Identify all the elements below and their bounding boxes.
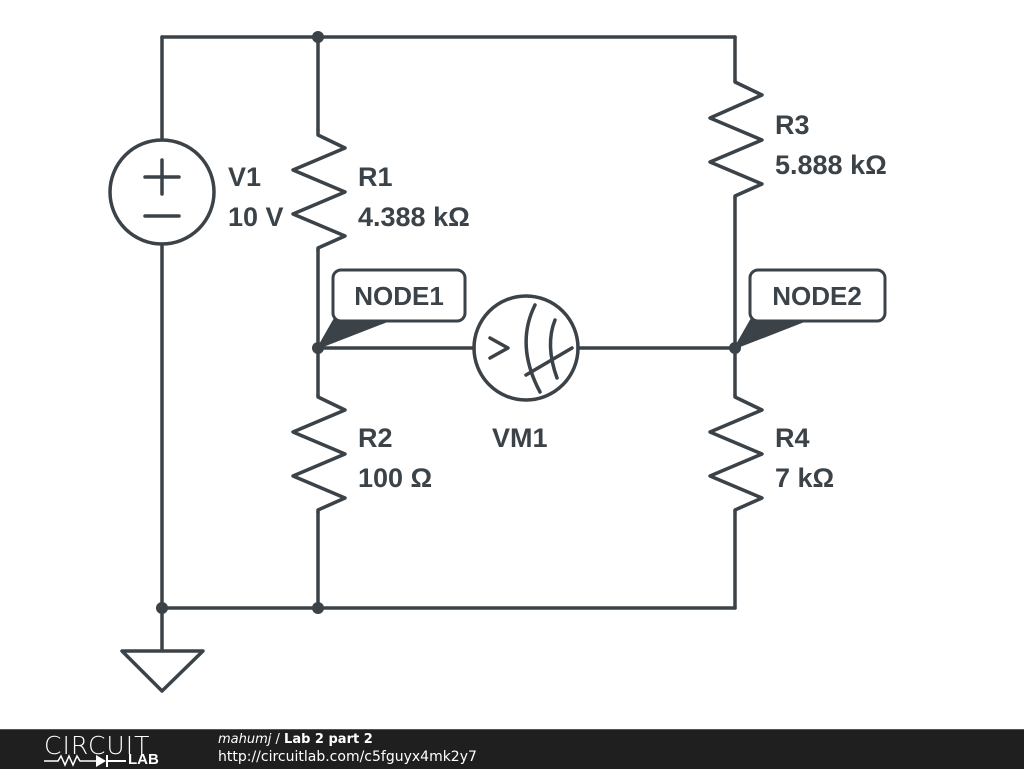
resistor-r2[interactable] [291,393,347,514]
node1-text: NODE1 [354,281,444,311]
resistor-r4[interactable] [708,393,764,514]
resistor-diode-logo-icon [44,754,126,767]
circuit-url-link[interactable]: http://circuitlab.com/c5fguyx4mk2y7 [218,749,477,765]
v1-designator: V1 [228,162,261,192]
circuitlab-logo-text: CIRCUIT [44,731,151,760]
circuit-name: Lab 2 part 2 [284,732,373,747]
author-link[interactable]: mahumj [218,732,272,747]
arrow-icon [488,336,510,360]
voltmeter-vm1[interactable] [472,294,580,402]
r4-value: 7 kΩ [775,463,834,493]
r1-value: 4.388 kΩ [358,202,470,232]
gauge-arc-icon [548,318,559,380]
circuitlab-logo-lab: LAB [128,751,159,768]
node2-label[interactable]: NODE2 [734,268,887,349]
vm1-designator: VM1 [492,423,548,453]
r1-designator: R1 [358,162,393,192]
r3-designator: R3 [775,110,810,140]
gauge-arc-icon [524,303,542,394]
resistor-r1[interactable] [291,128,347,252]
circuit-schematic: V1 10 V R1 4.388 kΩ R2 100 Ω R3 5.888 kΩ… [108,31,887,693]
node2-text: NODE2 [772,281,862,311]
r4-designator: R4 [775,423,810,453]
v1-value: 10 V [228,202,284,232]
footer-bar: CIRCUIT LAB mahumj / Lab 2 part 2 http:/… [0,729,1024,769]
voltage-source-v1[interactable] [108,138,216,246]
r3-value: 5.888 kΩ [775,150,887,180]
junction-dot [312,31,324,43]
r2-designator: R2 [358,423,393,453]
ground-icon [120,649,205,693]
junction-dot [312,602,324,614]
node1-label[interactable]: NODE1 [317,268,467,349]
needle-icon [524,346,574,377]
plus-icon [143,158,181,196]
resistor-r3[interactable] [708,78,764,200]
circuit-title: mahumj / Lab 2 part 2 [218,732,373,747]
r2-value: 100 Ω [358,463,432,493]
title-separator: / [271,732,285,747]
